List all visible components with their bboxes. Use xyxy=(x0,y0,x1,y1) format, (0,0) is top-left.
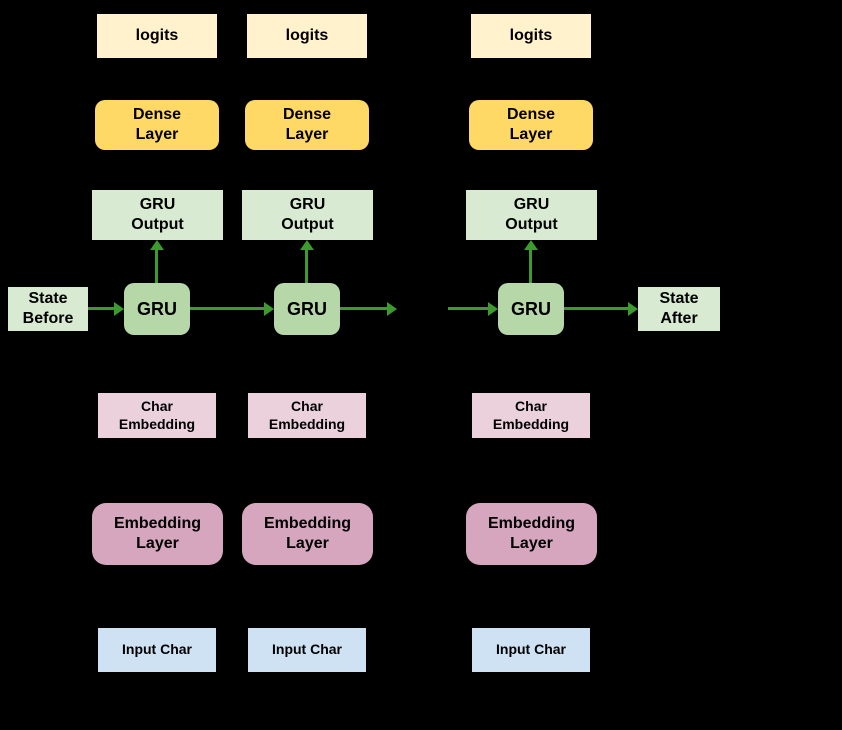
dense-layer-box: Dense Layer xyxy=(95,100,219,150)
embedding-layer-box: Embedding Layer xyxy=(466,503,597,565)
arrow-gru1-to-output-icon xyxy=(155,250,158,283)
state-after-box: State After xyxy=(638,287,720,331)
char-embedding-box: Char Embedding xyxy=(472,393,590,438)
gru-output-box: GRU Output xyxy=(92,190,223,240)
arrow-gru3-to-output-icon xyxy=(529,250,532,283)
embedding-layer-box: Embedding Layer xyxy=(242,503,373,565)
gru-box: GRU xyxy=(124,283,190,335)
embedding-layer-box: Embedding Layer xyxy=(92,503,223,565)
input-char-box: Input Char xyxy=(98,628,216,672)
input-char-box: Input Char xyxy=(472,628,590,672)
char-embedding-box: Char Embedding xyxy=(98,393,216,438)
arrow-gru2-to-output-icon xyxy=(305,250,308,283)
state-before-box: State Before xyxy=(8,287,88,331)
logits-box: logits xyxy=(247,14,367,58)
arrow-gru2-to-gap-icon xyxy=(340,307,387,310)
logits-box: logits xyxy=(97,14,217,58)
arrow-gap-to-gru3-icon xyxy=(448,307,488,310)
logits-box: logits xyxy=(471,14,591,58)
dense-layer-box: Dense Layer xyxy=(469,100,593,150)
arrow-gru1-to-gru2-icon xyxy=(190,307,264,310)
gru-box: GRU xyxy=(274,283,340,335)
dense-layer-box: Dense Layer xyxy=(245,100,369,150)
gru-output-box: GRU Output xyxy=(242,190,373,240)
arrow-gru3-to-state-after-icon xyxy=(564,307,628,310)
input-char-box: Input Char xyxy=(248,628,366,672)
arrow-state-before-to-gru1-icon xyxy=(88,307,114,310)
gru-output-box: GRU Output xyxy=(466,190,597,240)
gru-box: GRU xyxy=(498,283,564,335)
char-embedding-box: Char Embedding xyxy=(248,393,366,438)
